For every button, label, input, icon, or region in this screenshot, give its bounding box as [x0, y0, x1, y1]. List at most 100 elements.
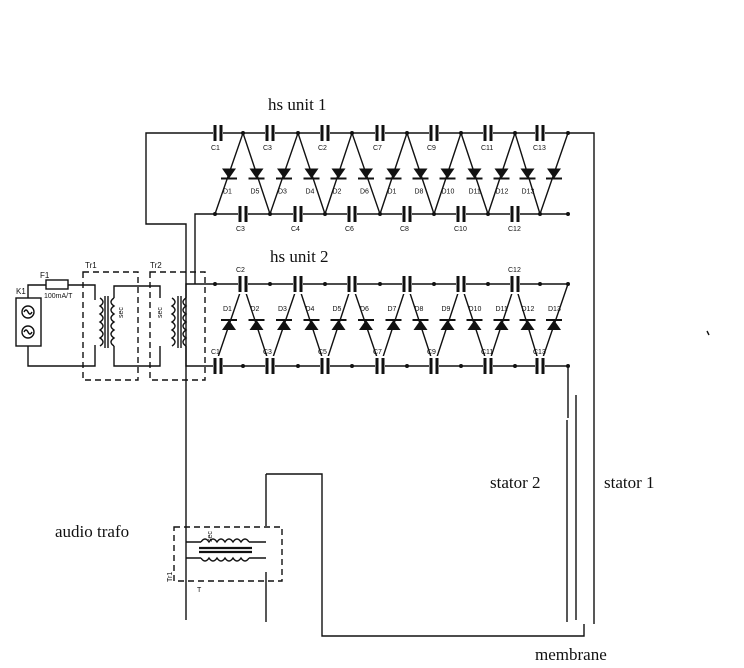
diode-label: D8 [415, 189, 424, 196]
diode-icon [331, 320, 346, 330]
connector-label: K1 [16, 287, 26, 296]
diode-label: D10 [469, 306, 482, 313]
transformer-tr2-box [149, 271, 206, 381]
fuse-label: F1 [40, 271, 50, 280]
diode-icon [249, 168, 264, 179]
diode-label: D2 [251, 306, 260, 313]
capacitor-label: C11 [481, 349, 493, 356]
fuse-icon [45, 279, 69, 290]
capacitor-label: C7 [373, 349, 382, 356]
transformer-tr1-box [82, 271, 139, 381]
diode-icon [277, 168, 291, 179]
audio-sec-label: sec [207, 531, 214, 542]
mains-connector [15, 297, 42, 347]
capacitor-label: C10 [454, 226, 467, 233]
tr2-sec-label: sec [157, 307, 164, 318]
diode-label: D10 [442, 189, 455, 196]
membrane-label: membrane [535, 645, 607, 664]
diode-label: D2 [333, 189, 342, 196]
diode-label: D12 [522, 306, 535, 313]
capacitor-label: C12 [508, 226, 521, 233]
diode-label: D3 [278, 189, 287, 196]
capacitor-label: C1 [211, 145, 220, 152]
diode-icon [386, 168, 401, 179]
diode-icon [413, 320, 428, 330]
audio-trafo-label: audio trafo [55, 522, 129, 541]
audio-transformer: sec Tr1 T [167, 526, 283, 594]
diode-icon [304, 168, 319, 179]
diode-label: D6 [360, 306, 369, 313]
diode-icon [249, 320, 264, 330]
capacitor-label: C7 [373, 145, 382, 152]
stray-mark [706, 330, 710, 336]
stator-2-label: stator 2 [490, 473, 541, 492]
diode-icon [440, 168, 455, 179]
diode-icon [331, 168, 346, 179]
tr2-label: Tr2 [150, 261, 162, 270]
diode-icon [304, 320, 319, 330]
hs-unit-2-label: hs unit 2 [270, 247, 329, 266]
diode-label: D1 [223, 306, 232, 313]
diode-icon [494, 168, 509, 179]
diode-icon [467, 168, 482, 179]
tr1-sec-label: sec [118, 307, 125, 318]
diode-label: D3 [278, 306, 287, 313]
fuse-rating: 100mA/T [44, 293, 73, 300]
diode-label: D1 [388, 189, 397, 196]
diode-icon [277, 320, 291, 330]
diode-icon [520, 168, 535, 179]
audio-coil-icon [200, 538, 250, 544]
capacitor-label: C4 [291, 226, 300, 233]
diode-icon [359, 320, 373, 330]
diode-icon [222, 168, 236, 179]
diode-label: D11 [496, 306, 508, 313]
capacitor-label: C13 [533, 349, 546, 356]
stator-1-label: stator 1 [604, 473, 655, 492]
diode-label: D4 [306, 306, 315, 313]
capacitor-label: C3 [263, 145, 272, 152]
diode-label: D8 [415, 306, 424, 313]
diode-icon [359, 168, 373, 179]
diode-label: D7 [388, 306, 397, 313]
diode-icon [440, 320, 455, 330]
diode-label: D11 [469, 189, 481, 196]
capacitor-label: C5 [318, 349, 327, 356]
capacitor-label: C6 [345, 226, 354, 233]
tr2-coil-icon [170, 296, 188, 348]
capacitor-label: C13 [533, 145, 546, 152]
diode-label: D12 [496, 189, 509, 196]
capacitor-label: C11 [481, 145, 493, 152]
mains-section: K1 F1 100mA/T Tr1 sec Tr2 sec [15, 261, 214, 381]
tr1-label: Tr1 [85, 261, 97, 270]
capacitor-label: C8 [400, 226, 409, 233]
diode-label: D4 [306, 189, 315, 196]
capacitor-label: C9 [427, 145, 436, 152]
ac-source-icon [21, 305, 35, 319]
audio-tr-label: Tr1 [167, 572, 174, 582]
capacitor-label: C2 [236, 267, 245, 274]
diode-icon [520, 320, 535, 330]
capacitor-label: C9 [427, 349, 436, 356]
diode-icon [386, 320, 401, 330]
capacitor-label: C2 [318, 145, 327, 152]
tr1-coil-icon [98, 296, 116, 348]
capacitor-label: C12 [508, 267, 521, 274]
diode-label: D9 [442, 306, 451, 313]
diode-label: D5 [251, 189, 260, 196]
diode-label: D5 [333, 306, 342, 313]
ac-source-icon [21, 325, 35, 339]
diode-label: D1 [223, 189, 232, 196]
capacitor-label: C3 [236, 226, 245, 233]
diode-label: D13 [548, 306, 561, 313]
audio-transformer-box [173, 526, 283, 582]
diode-icon [222, 320, 236, 330]
capacitor-label: C3 [263, 349, 272, 356]
diode-label: D6 [360, 189, 369, 196]
hs-unit-1-label: hs unit 1 [268, 95, 327, 114]
diode-label: D13 [522, 189, 535, 196]
diode-icon [494, 320, 509, 330]
diode-icon [547, 168, 561, 179]
